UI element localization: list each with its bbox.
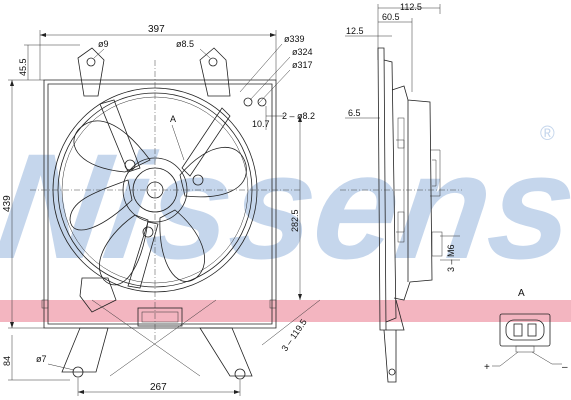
watermark-text: Nissens — [0, 123, 571, 290]
dim-width-bottom: 267 — [150, 382, 167, 393]
dim-d317: ø317 — [292, 60, 313, 70]
connector-minus: – — [562, 362, 568, 373]
dim-6-5: 6.5 — [348, 108, 361, 118]
section-marker-a: A — [170, 114, 176, 124]
label-hole-7: ø7 — [36, 354, 47, 364]
dim-width-top: 397 — [148, 24, 165, 35]
dim-112-5: 112.5 — [400, 2, 422, 12]
dim-10-7: 10.7 — [252, 119, 270, 129]
watermark-registered: ® — [540, 123, 555, 145]
dim-height-45-5: 45.5 — [18, 58, 28, 76]
dim-d324: ø324 — [292, 47, 313, 57]
front-view: 397 439 45.5 84 ø9 ø8.5 — [2, 24, 321, 396]
dim-height-84: 84 — [2, 356, 12, 366]
dim-3-119-5: 3 – 119.5 — [279, 317, 308, 353]
dim-282-5: 282.5 — [290, 209, 300, 232]
dim-12-5: 12.5 — [346, 26, 364, 36]
connector-plus: + — [484, 362, 490, 373]
side-view: 112.5 60.5 12.5 6.5 3 – M6 — [340, 2, 462, 383]
watermark-stripe — [0, 300, 571, 322]
dim-2-d8-2: 2 – ø8.2 — [282, 111, 315, 121]
label-hole-8-5: ø8.5 — [176, 39, 194, 49]
connector-detail: A + – — [484, 288, 568, 373]
dim-60-5: 60.5 — [382, 12, 400, 22]
watermark: Nissens ® — [0, 123, 571, 322]
fan-blades — [69, 120, 247, 286]
dim-height-439: 439 — [2, 195, 13, 212]
dim-d339: ø339 — [284, 34, 305, 44]
connector-label-a: A — [518, 288, 525, 299]
dim-3-m6: 3 – M6 — [446, 244, 456, 272]
label-hole-9: ø9 — [98, 39, 109, 49]
